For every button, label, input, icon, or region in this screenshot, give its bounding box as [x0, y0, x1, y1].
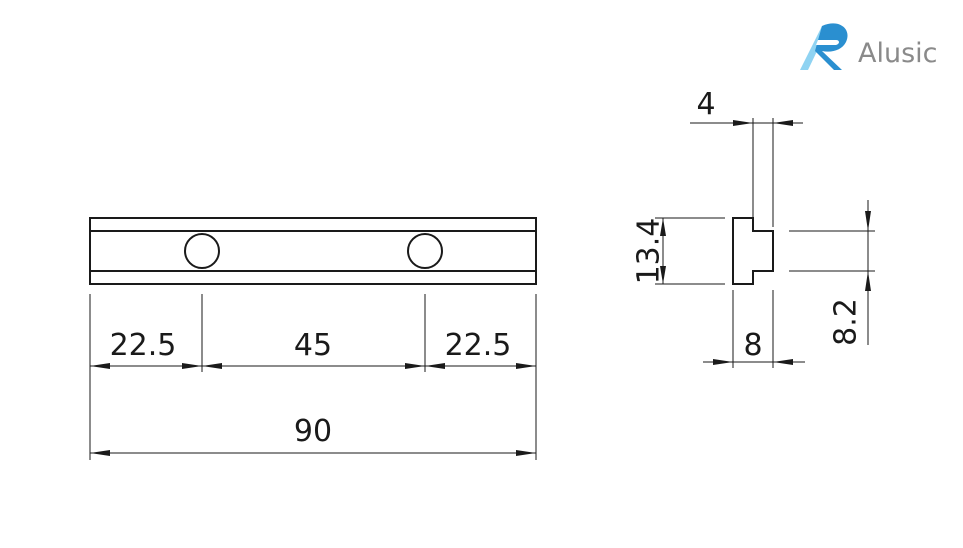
brand-logo: Alusic [800, 23, 938, 70]
dim-label-top-width: 4 [696, 87, 715, 122]
side-view: 4 13.4 8 8.2 [632, 87, 875, 368]
bar-outline [89, 217, 537, 285]
dim-bottom-width [703, 359, 805, 365]
dim-right-height [865, 200, 871, 345]
dim-row-holes [90, 363, 536, 369]
dim-label-left-offset: 22.5 [110, 328, 177, 363]
hole-left [184, 233, 220, 269]
dim-height [660, 218, 666, 284]
dim-label-bottom-width: 8 [743, 328, 762, 363]
front-view: 22.5 45 22.5 90 [89, 217, 537, 460]
dim-label-right-offset: 22.5 [445, 328, 512, 363]
dim-overall [90, 450, 536, 456]
hole-right [407, 233, 443, 269]
dim-label-right-height: 8.2 [829, 298, 864, 346]
alusic-a-logo-icon [800, 23, 848, 70]
dim-label-height: 13.4 [632, 218, 667, 285]
profile-outline [732, 217, 774, 285]
dim-label-hole-spacing: 45 [294, 328, 332, 363]
dim-top-width [690, 120, 803, 126]
dim-label-overall-length: 90 [294, 414, 332, 449]
brand-name: Alusic [858, 38, 938, 69]
